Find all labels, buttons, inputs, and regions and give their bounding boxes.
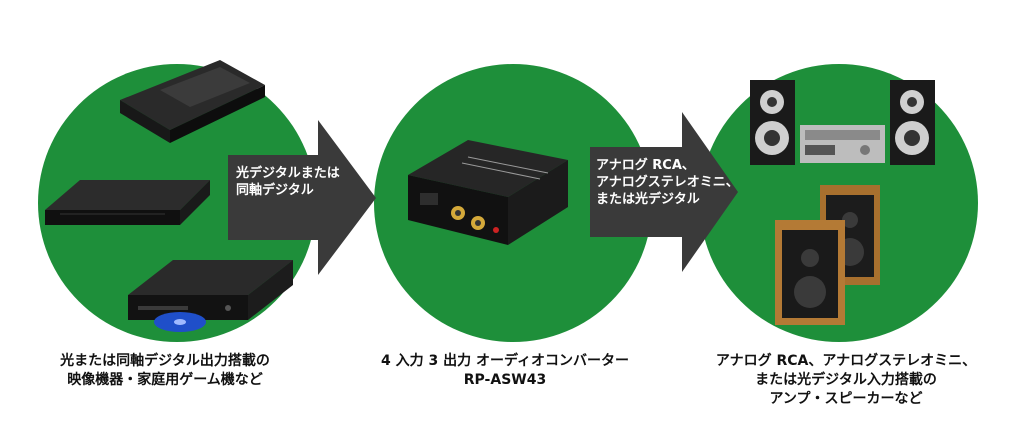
output-signal-label-line: アナログ RCA、 (596, 158, 695, 173)
output-signal-label-line: または光デジタル (596, 192, 700, 207)
output-caption-line: アンプ・スピーカーなど (769, 391, 923, 407)
input-signal-label-line: 光デジタルまたは (236, 166, 340, 181)
output-signal-arrow (590, 112, 738, 272)
converter-caption: 4 入力 3 出力 オーディオコンバーター RP-ASW43 (340, 352, 670, 390)
output-caption-line: アナログ RCA、アナログステレオミニ、 (715, 353, 977, 369)
source-caption-line: 光または同軸デジタル出力搭載の (60, 353, 270, 369)
wooden-speakers-image (775, 185, 880, 325)
output-signal-label: アナログ RCA、 アナログステレオミニ、 または光デジタル (596, 157, 739, 208)
stereo-system-image (750, 80, 935, 165)
input-signal-label: 光デジタルまたは 同軸デジタル (236, 165, 340, 199)
game-console-slim-image (120, 60, 265, 143)
output-signal-label-line: アナログステレオミニ、 (596, 175, 739, 190)
source-caption: 光または同軸デジタル出力搭載の 映像機器・家庭用ゲーム機など (10, 352, 320, 390)
converter-model-number: RP-ASW43 (463, 372, 547, 388)
input-signal-arrow (228, 120, 376, 275)
converter-caption-line: 4 入力 3 出力 オーディオコンバーター (381, 353, 629, 369)
input-signal-label-line: 同軸デジタル (236, 183, 314, 198)
audio-converter-image (408, 140, 568, 245)
source-caption-line: 映像機器・家庭用ゲーム機など (67, 372, 263, 388)
output-caption-line: または光デジタル入力搭載の (755, 372, 937, 388)
blu-ray-player-image (128, 260, 293, 332)
game-console-image (45, 180, 210, 225)
output-caption: アナログ RCA、アナログステレオミニ、 または光デジタル入力搭載の アンプ・ス… (676, 352, 1016, 409)
